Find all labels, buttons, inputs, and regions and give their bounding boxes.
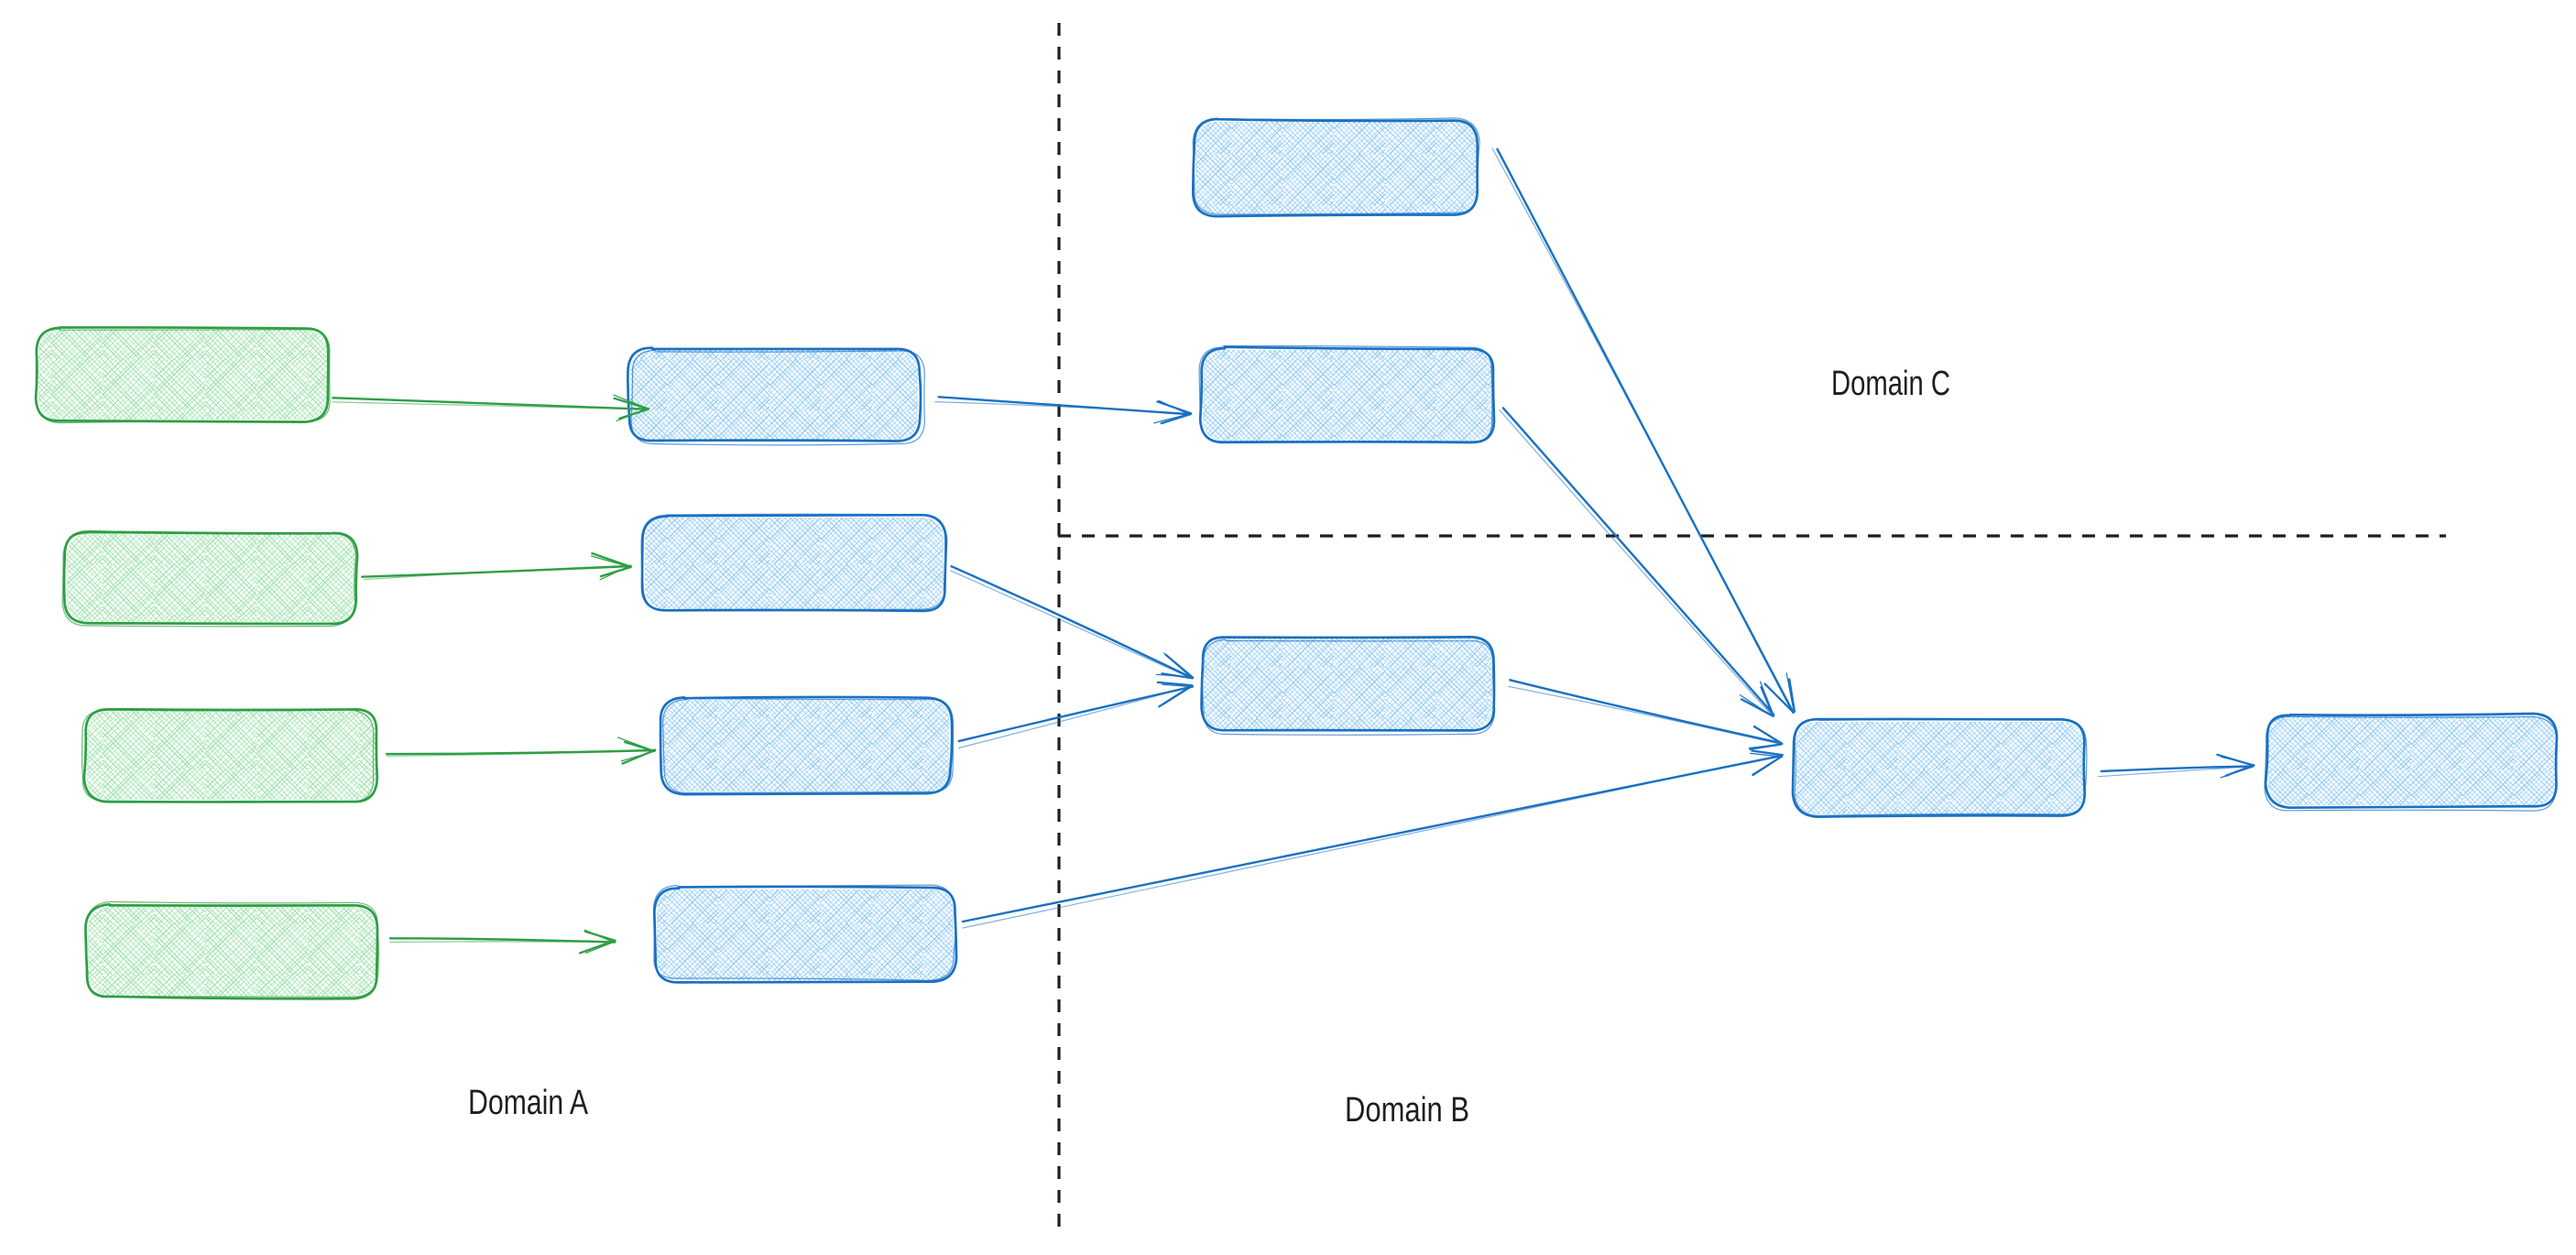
svg-text:Domain B: Domain B — [1345, 1091, 1469, 1130]
svg-text:Domain C: Domain C — [1831, 365, 1950, 403]
svg-text:Domain A: Domain A — [468, 1084, 589, 1122]
